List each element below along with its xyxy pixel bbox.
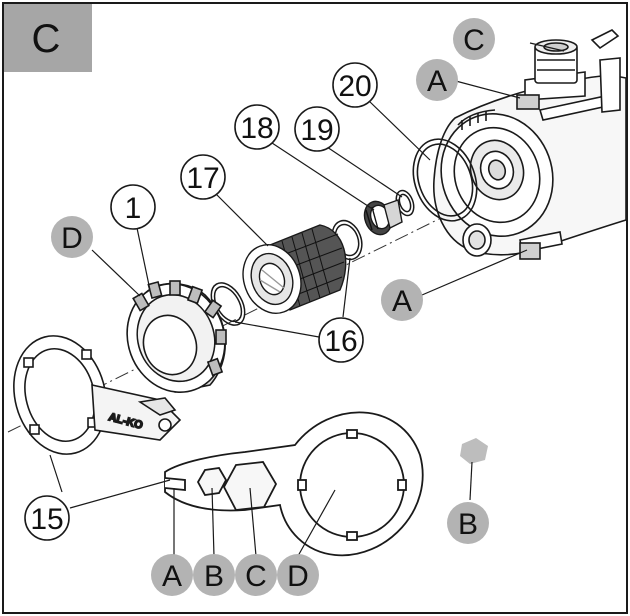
spare-plug-b bbox=[460, 438, 488, 464]
callout-1: 1 bbox=[110, 184, 156, 230]
callout-b-spare-label: B bbox=[458, 508, 478, 541]
callout-c-housing: C bbox=[453, 18, 495, 60]
callout-16: 16 bbox=[318, 317, 364, 363]
callout-18: 18 bbox=[234, 104, 280, 150]
filter-cartridge-17 bbox=[242, 224, 347, 314]
panel-tag-label: C bbox=[32, 17, 61, 61]
callout-a-housing-bottom: A bbox=[381, 279, 423, 321]
callout-20-label: 20 bbox=[338, 70, 371, 103]
callout-19-label: 19 bbox=[300, 114, 333, 147]
callout-c-wrench-label: C bbox=[245, 560, 267, 593]
panel-tag: C bbox=[4, 4, 92, 72]
callout-c-housing-label: C bbox=[463, 24, 485, 57]
pump-housing bbox=[433, 29, 627, 260]
callout-b-wrench: B bbox=[193, 554, 235, 596]
callout-d-wrench: D bbox=[277, 554, 319, 596]
callout-15-label: 15 bbox=[30, 503, 63, 536]
callout-17: 17 bbox=[180, 154, 226, 200]
callout-b-wrench-label: B bbox=[204, 560, 224, 593]
filter-cover-1 bbox=[126, 280, 227, 394]
callout-b-spare: B bbox=[447, 502, 489, 544]
multi-tool-wrench bbox=[164, 411, 424, 557]
callout-d-cover-label: D bbox=[61, 222, 83, 255]
callout-19: 19 bbox=[294, 106, 340, 152]
callout-a-housing-top-label: A bbox=[427, 65, 447, 98]
callout-c-wrench: C bbox=[235, 554, 277, 596]
callout-d-cover: D bbox=[51, 216, 93, 258]
callout-20: 20 bbox=[332, 62, 378, 108]
leader-lines bbox=[49, 42, 565, 557]
callout-15: 15 bbox=[24, 495, 70, 541]
check-valve-18 bbox=[363, 199, 403, 236]
callout-a-wrench: A bbox=[151, 554, 193, 596]
callout-18-label: 18 bbox=[240, 112, 273, 145]
callout-a-housing-bottom-label: A bbox=[392, 285, 412, 318]
callout-16-label: 16 bbox=[324, 325, 357, 358]
service-wrench-15: AL-KO bbox=[13, 335, 182, 455]
callout-1-label: 1 bbox=[125, 192, 142, 225]
callout-a-housing-top: A bbox=[416, 59, 458, 101]
o-ring-20 bbox=[412, 138, 478, 222]
callout-d-wrench-label: D bbox=[287, 560, 309, 593]
callout-a-wrench-label: A bbox=[162, 560, 182, 593]
callout-17-label: 17 bbox=[186, 162, 219, 195]
